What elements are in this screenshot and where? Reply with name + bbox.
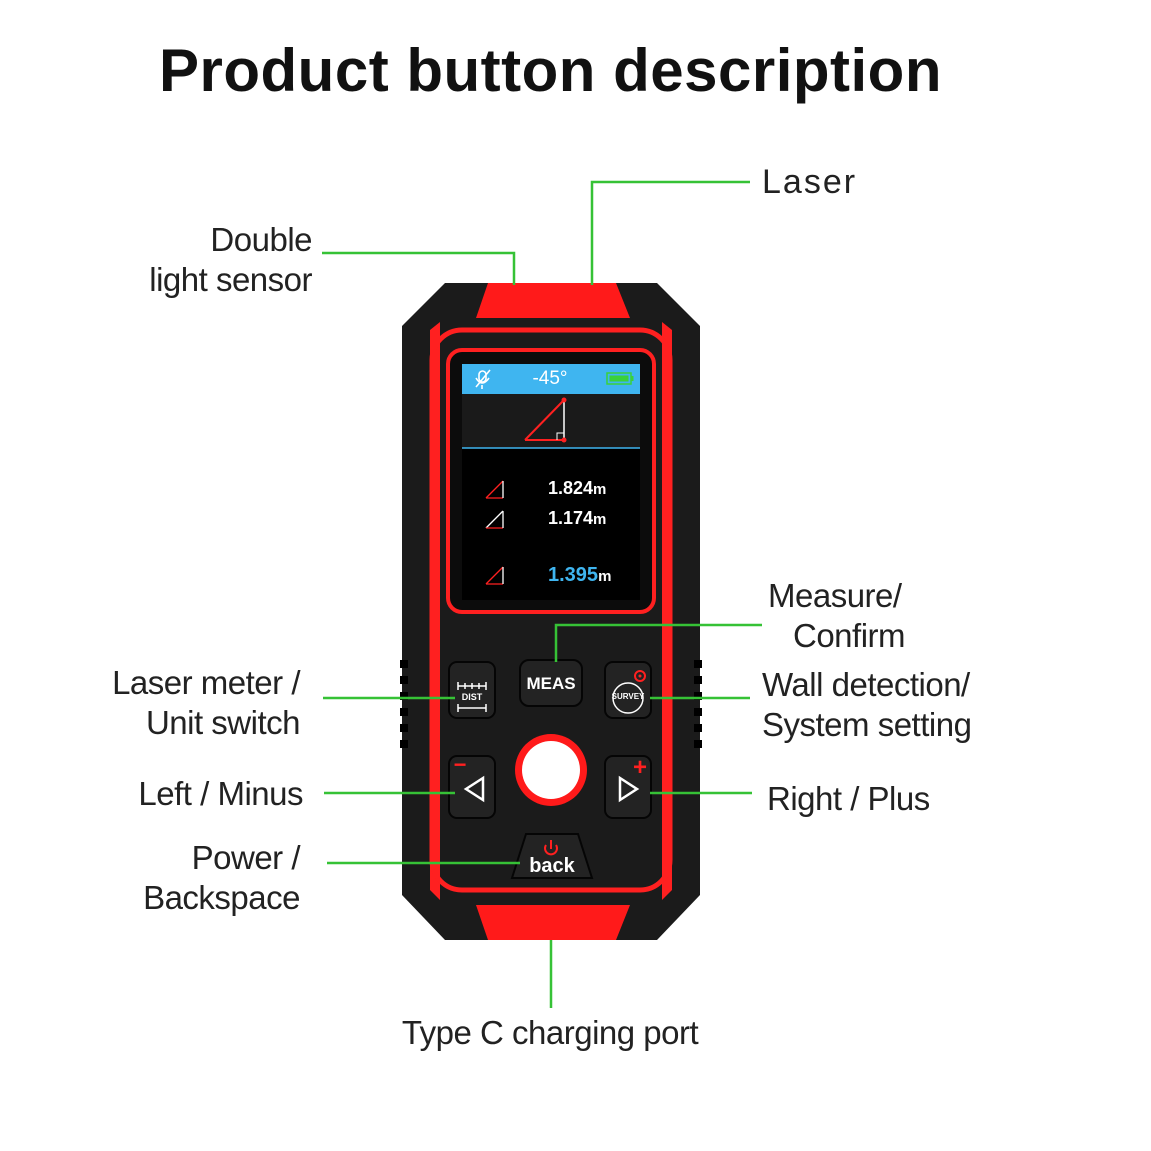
minus-sign: −: [453, 752, 467, 777]
label-left-minus: Left / Minus: [138, 775, 303, 812]
label-power-backspace: Power / Backspace: [60, 838, 300, 918]
back-button[interactable]: back: [529, 855, 575, 877]
label-line: System setting: [762, 706, 972, 743]
label-line: Power /: [191, 839, 301, 876]
survey-button-shape: [604, 661, 652, 719]
screen-reading-3: 1.395m: [548, 564, 612, 586]
triangle-diagram-icon: [524, 397, 567, 443]
dist-button[interactable]: DIST: [461, 692, 483, 702]
row-triangle-icon: [485, 480, 504, 499]
left-arrow-icon: [463, 775, 485, 803]
dist-button-shape: [448, 661, 496, 719]
charging-port-cap: [476, 905, 630, 940]
label-laser: Laser: [762, 163, 858, 201]
label-line: light sensor: [149, 261, 312, 298]
laser-window: [476, 283, 630, 318]
label-line: Double: [210, 221, 312, 258]
label-measure-confirm: Measure/ Confirm: [768, 576, 968, 656]
label-line: Confirm: [793, 617, 906, 654]
screen-angle: -45°: [532, 368, 568, 389]
screen-reading-2: 1.174m: [548, 508, 607, 528]
ruler-icon: [457, 682, 487, 712]
label-line: Measure/: [768, 577, 902, 614]
row-triangle-icon: [485, 510, 504, 529]
screen-reading-1: 1.824m: [548, 478, 607, 498]
meas-button-shape: [519, 659, 583, 707]
label-double-light-sensor: Double light sensor: [100, 220, 312, 300]
plus-sign: +: [632, 754, 647, 781]
battery-icon: [606, 372, 634, 385]
row-triangle-icon: [485, 566, 504, 585]
label-wall-detection: Wall detection/ System setting: [762, 665, 1062, 745]
right-arrow-icon: [618, 775, 640, 803]
power-icon: [544, 840, 558, 856]
mic-off-icon: [475, 369, 491, 389]
page-title: Product button description: [159, 37, 942, 104]
right-button-shape: [604, 755, 652, 819]
meas-button[interactable]: MEAS: [526, 674, 576, 693]
label-type-c: Type C charging port: [401, 1014, 699, 1051]
label-right-plus: Right / Plus: [767, 780, 930, 817]
leader-lines: [322, 180, 762, 1008]
label-line: Laser meter /: [112, 664, 300, 701]
label-laser-meter: Laser meter / Unit switch: [60, 663, 300, 743]
label-line: Backspace: [143, 879, 300, 916]
survey-button[interactable]: SURVEY: [611, 692, 645, 701]
label-line: Wall detection/: [762, 666, 970, 703]
left-button-shape: [448, 755, 496, 819]
gear-icon: [634, 670, 646, 682]
label-line: Unit switch: [145, 704, 301, 741]
survey-ring-icon: [612, 682, 644, 714]
